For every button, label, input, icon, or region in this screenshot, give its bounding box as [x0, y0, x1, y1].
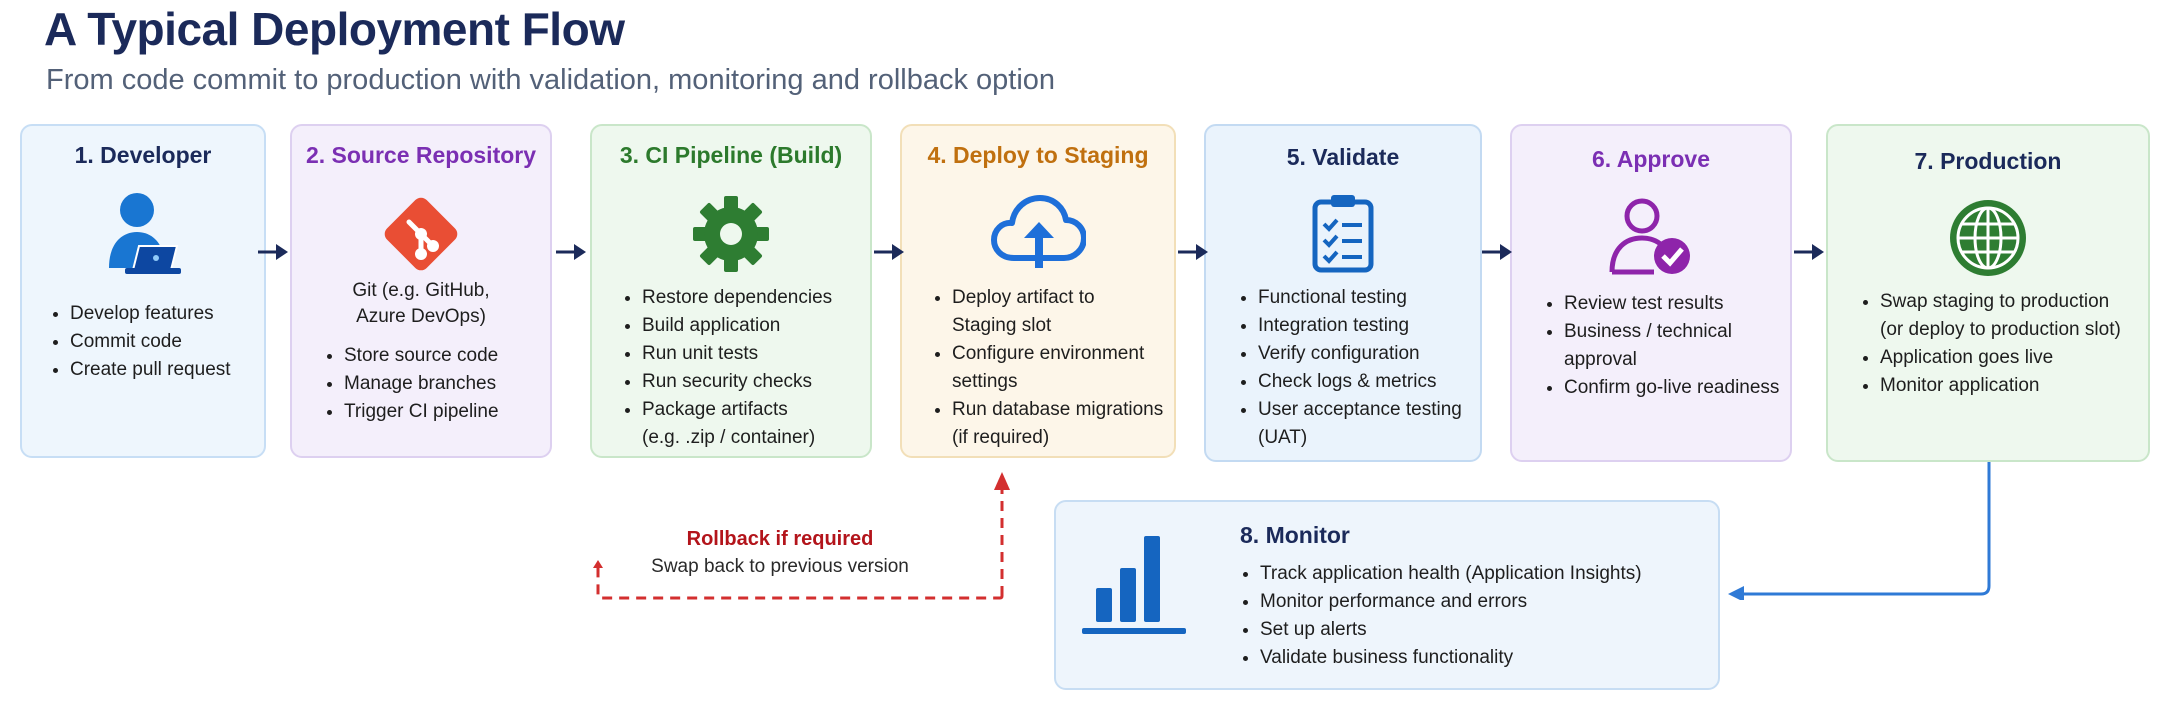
step-bullets: Develop features Commit code Create pull… — [44, 300, 231, 384]
user-check-icon — [1609, 198, 1690, 275]
step-title: 7. Production — [1914, 148, 2062, 174]
bullet-item: Trigger CI pipeline — [344, 398, 499, 426]
bullet-item: Application goes live — [1880, 344, 2121, 372]
step-title: 1. Developer — [74, 142, 212, 168]
note-line: Git (e.g. GitHub, — [352, 280, 490, 301]
step-production: 7. Production Swap staging to production… — [1826, 124, 2150, 462]
step-title: 5. Validate — [1286, 144, 1400, 170]
flow-arrow — [1794, 244, 1824, 260]
step-bullets: Functional testing Integration testing V… — [1232, 284, 1462, 452]
step-bullets: Swap staging to production(or deploy to … — [1854, 288, 2121, 400]
checklist-icon — [1312, 195, 1374, 273]
developer-icon — [109, 193, 181, 274]
step-title: 4. Deploy to Staging — [927, 142, 1149, 168]
step-title: 6. Approve — [1591, 146, 1710, 172]
step-monitor: 8. Monitor Track application health (App… — [1054, 500, 1720, 690]
bullet-item: Run unit tests — [642, 340, 832, 368]
globe-icon — [1950, 200, 2026, 276]
bullet-item: Create pull request — [70, 356, 231, 384]
bullet-item: Manage branches — [344, 370, 499, 398]
bullet-item: Monitor application — [1880, 372, 2121, 400]
bullet-item: Restore dependencies — [642, 284, 832, 312]
step-note: Git (e.g. GitHub, Azure DevOps) — [292, 278, 550, 330]
bullet-item: Monitor performance and errors — [1260, 588, 1642, 616]
page-title: A Typical Deployment Flow — [44, 3, 625, 55]
bullet-item: Functional testing — [1258, 284, 1462, 312]
bullet-item: Set up alerts — [1260, 616, 1642, 644]
step-approve: 6. Approve Review test results Business … — [1510, 124, 1792, 462]
step-bullets: Store source code Manage branches Trigge… — [318, 342, 499, 426]
bullet-item: Run security checks — [642, 368, 832, 396]
step-bullets: Review test results Business / technical… — [1538, 290, 1779, 402]
flow-arrow — [1178, 244, 1208, 260]
flow-arrow — [1482, 244, 1512, 260]
flow-arrow — [556, 244, 586, 260]
bullet-item: Build application — [642, 312, 832, 340]
flow-arrow — [258, 244, 288, 260]
bullet-item: Confirm go-live readiness — [1564, 374, 1779, 402]
gear-icon — [693, 196, 769, 272]
bullet-item: Store source code — [344, 342, 499, 370]
monitor-connector-arrow — [1728, 462, 1991, 600]
bullet-item: Develop features — [70, 300, 231, 328]
step-bullets: Restore dependencies Build application R… — [616, 284, 832, 424]
page-subtitle: From code commit to production with vali… — [46, 64, 1056, 96]
note-line: Azure DevOps) — [356, 306, 486, 327]
step-title: 8. Monitor — [1240, 522, 1350, 548]
step-title: 2. Source Repository — [305, 142, 537, 168]
rollback-arrow — [593, 472, 1010, 600]
step-ci-pipeline: 3. CI Pipeline (Build) Restore dependenc… — [590, 124, 872, 458]
step-title: 3. CI Pipeline (Build) — [619, 142, 843, 168]
bullet-item: Check logs & metrics — [1258, 368, 1462, 396]
step-validate: 5. Validate Functional testing Integrati… — [1204, 124, 1482, 462]
bullet-item: Verify configuration — [1258, 340, 1462, 368]
step-bullets: Track application health (Application In… — [1234, 560, 1642, 672]
cloud-upload-icon — [991, 195, 1086, 268]
step-deploy-to-staging: 4. Deploy to Staging Deploy artifact toS… — [900, 124, 1176, 458]
rollback-note: Swap back to previous version — [651, 556, 909, 577]
bullet-item: Run database migrations(if required) — [952, 396, 1163, 452]
rollback-title: Rollback if required — [686, 528, 874, 550]
bullet-item: Track application health (Application In… — [1260, 560, 1642, 588]
bar-chart-icon — [1082, 536, 1186, 634]
flow-arrow — [874, 244, 904, 260]
bullet-item: Review test results — [1564, 290, 1779, 318]
bullet-item: Commit code — [70, 328, 231, 356]
git-icon — [384, 197, 458, 271]
bullet-item: Validate business functionality — [1260, 644, 1642, 672]
bullet-item: Swap staging to production(or deploy to … — [1880, 288, 2121, 344]
bullet-continuation: (e.g. .zip / container) — [642, 427, 816, 448]
bullet-item: User acceptance testing(UAT) — [1258, 396, 1462, 452]
bullet-item: Integration testing — [1258, 312, 1462, 340]
step-developer: 1. Developer Develop features Commit cod… — [20, 124, 266, 458]
step-source-repository: 2. Source Repository Git (e.g. GitHub, A… — [290, 124, 552, 458]
bullet-item: Package artifacts — [642, 396, 832, 424]
